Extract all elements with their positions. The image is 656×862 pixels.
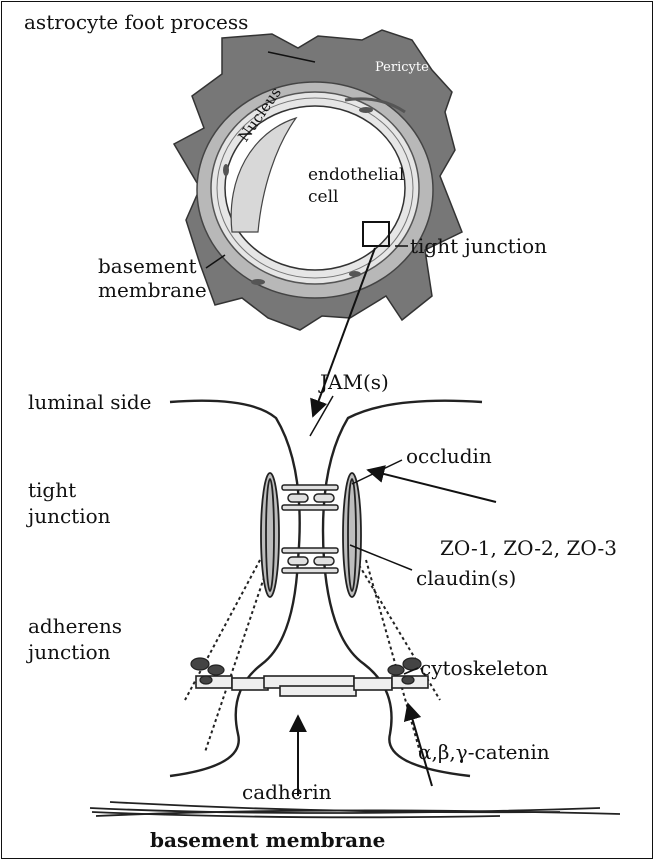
label-cytoskeleton: cytoskeleton	[420, 656, 548, 680]
label-tight: tight	[28, 478, 76, 502]
label-zo: ZO-1, ZO-2, ZO-3	[440, 536, 617, 560]
label-basement-1: basement	[98, 254, 197, 278]
junction-strands	[282, 485, 338, 573]
label-occludin: occludin	[406, 444, 492, 468]
label-luminal-side: luminal side	[28, 390, 152, 414]
label-adherens: adherens	[28, 614, 122, 638]
label-claudin: claudin(s)	[416, 566, 516, 590]
label-junction: junction	[28, 504, 111, 528]
label-tight-junction-top: tight junction	[410, 234, 547, 258]
cytoskeleton-chains	[185, 560, 440, 752]
label-cadherin: cadherin	[242, 780, 331, 804]
label-basement-membrane: basement membrane	[150, 828, 385, 852]
label-pericyte: Pericyte	[375, 56, 429, 80]
basement-membrane-strands	[90, 802, 620, 817]
label-adherens-junction: junction	[28, 640, 111, 664]
tight-junction-proteins	[261, 473, 361, 597]
label-cell: cell	[308, 185, 338, 209]
label-catenin: α,β,γ-catenin	[418, 740, 550, 764]
label-endothelial: endothelial	[308, 163, 404, 187]
label-astrocyte-foot-process: astrocyte foot process	[24, 10, 248, 34]
label-jam: JAM(s)	[320, 370, 389, 394]
label-membrane-1: membrane	[98, 278, 207, 302]
adherens-junction-bars	[196, 676, 428, 696]
